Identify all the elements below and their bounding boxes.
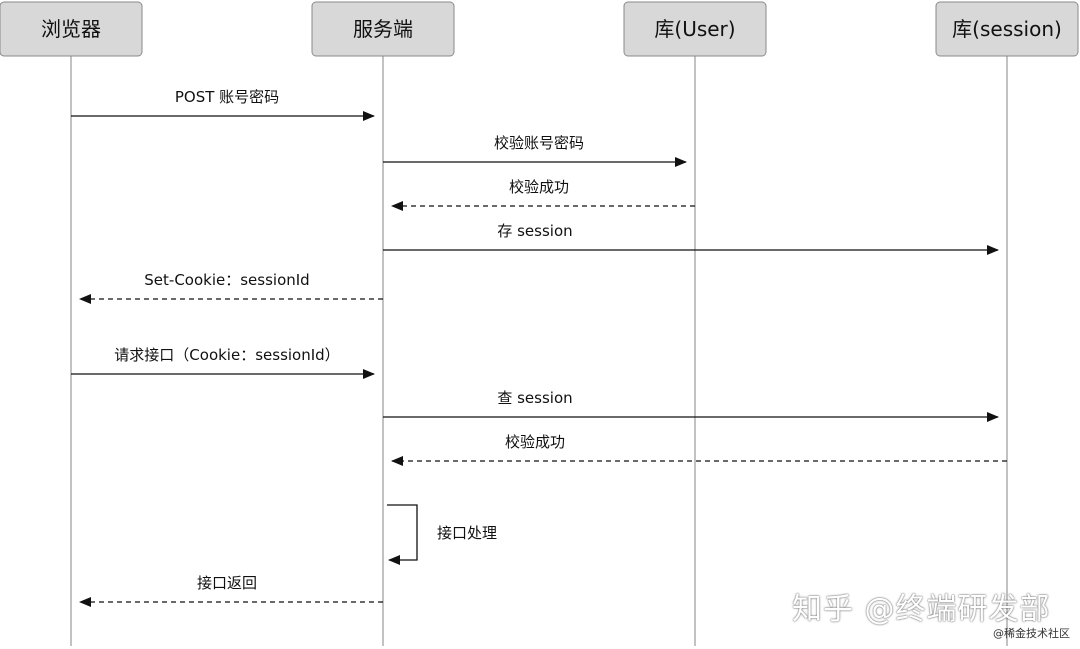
participant-label: 库(session) xyxy=(952,17,1062,41)
message-5: Set-Cookie：sessionId xyxy=(79,271,383,304)
participant-box xyxy=(0,1,143,57)
watermark-sub: @稀金技术社区 xyxy=(993,627,1070,640)
participant-server: 服务端 xyxy=(311,1,455,57)
message-9: 接口处理 xyxy=(387,504,497,565)
participant-sessiondb: 库(session) xyxy=(935,1,1079,57)
message-label: 请求接口（Cookie：sessionId） xyxy=(114,346,339,364)
message-label: 校验成功 xyxy=(509,178,569,196)
self-message-arrow xyxy=(387,504,418,565)
message-label: 校验账号密码 xyxy=(494,134,584,152)
participant-userdb: 库(User) xyxy=(623,1,767,57)
participant-box xyxy=(935,1,1079,57)
message-label: POST 账号密码 xyxy=(175,88,279,106)
participant-box xyxy=(623,1,767,57)
message-4: 存 session xyxy=(383,222,999,255)
message-label: 校验成功 xyxy=(505,433,565,451)
message-label: 查 session xyxy=(497,389,572,407)
message-label: 存 session xyxy=(497,222,572,240)
message-3: 校验成功 xyxy=(391,178,695,211)
message-10: 接口返回 xyxy=(79,574,383,607)
message-label: Set-Cookie：sessionId xyxy=(144,271,309,289)
participant-browser: 浏览器 xyxy=(0,1,143,57)
message-1: POST 账号密码 xyxy=(71,88,375,121)
participant-label: 浏览器 xyxy=(41,17,101,41)
participant-box xyxy=(311,1,455,57)
watermark-main: 知乎 @终端研发部 xyxy=(792,592,1051,627)
message-label: 接口返回 xyxy=(197,574,257,592)
message-6: 请求接口（Cookie：sessionId） xyxy=(71,346,375,379)
participant-label: 服务端 xyxy=(353,17,413,41)
message-8: 校验成功 xyxy=(391,433,1007,466)
participant-label: 库(User) xyxy=(654,17,735,41)
message-label: 接口处理 xyxy=(437,524,497,542)
message-7: 查 session xyxy=(383,389,999,422)
message-2: 校验账号密码 xyxy=(383,134,687,167)
